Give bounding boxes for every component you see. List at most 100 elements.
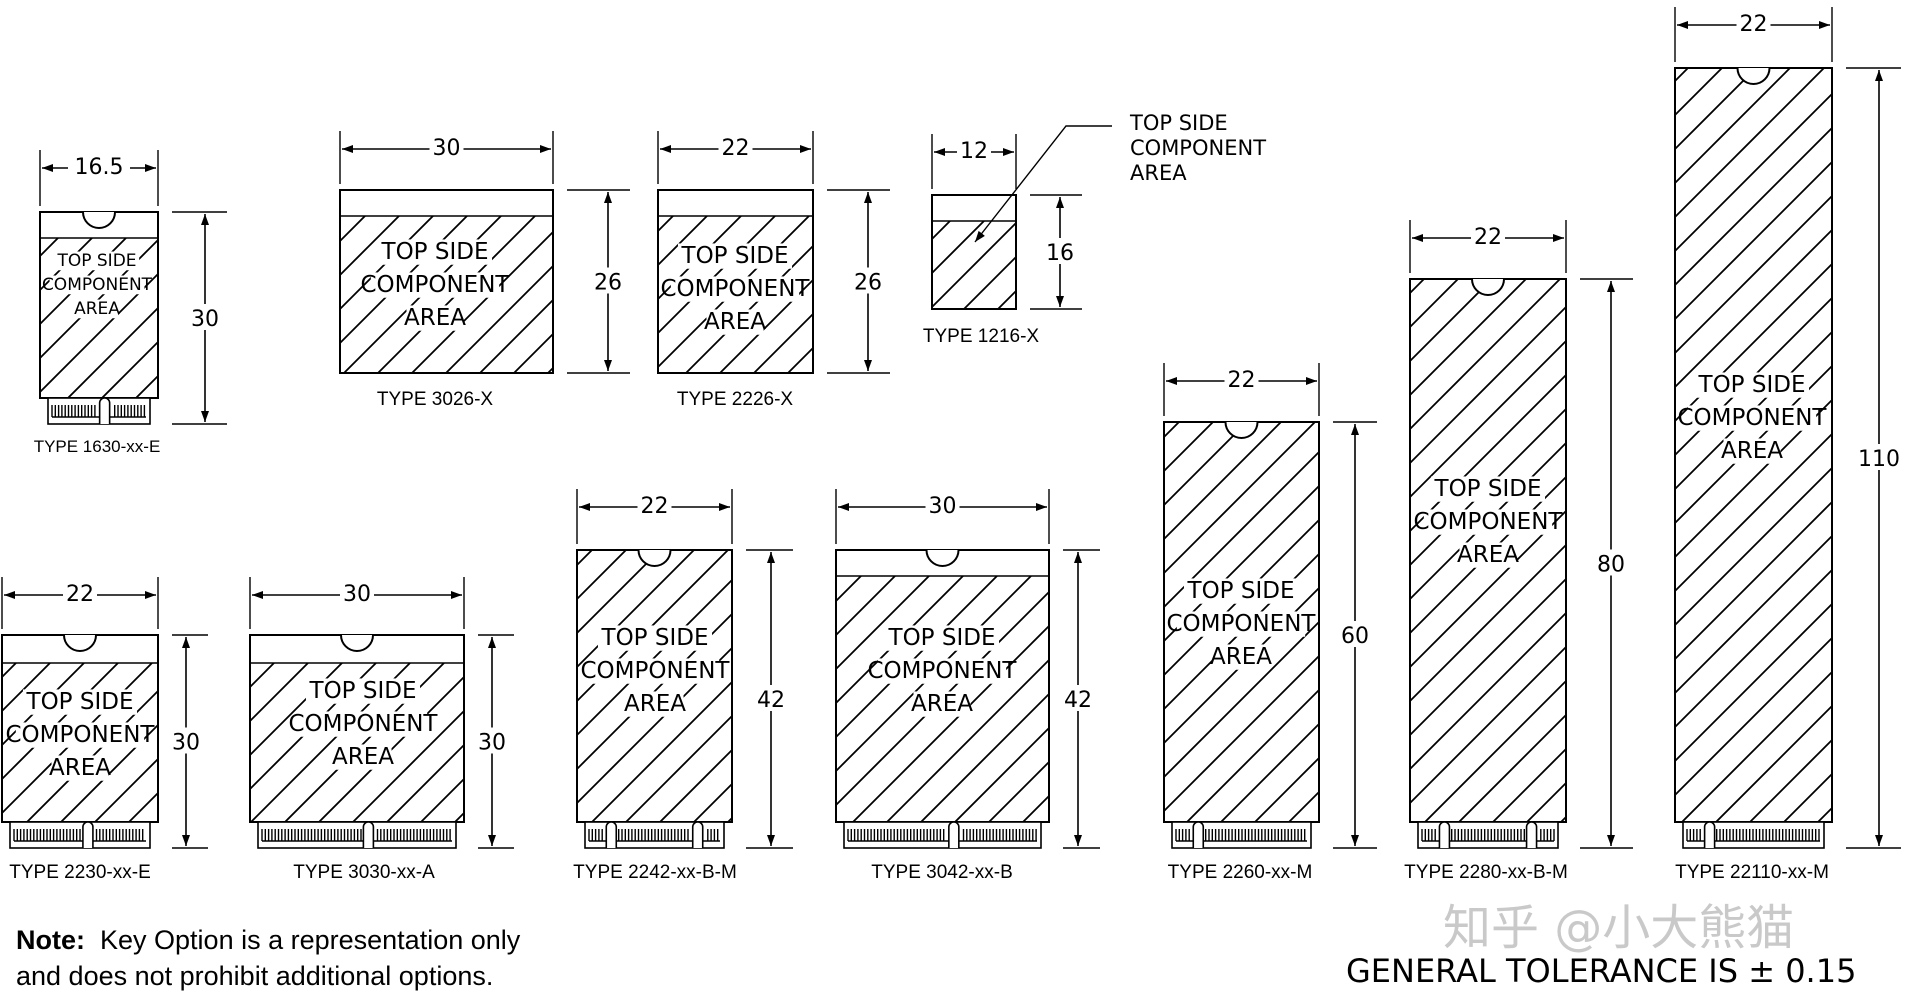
- area-label-line: AREA: [1721, 438, 1783, 464]
- mounting-notch: [925, 549, 960, 567]
- edge-connector: [1675, 821, 1832, 849]
- card-outline: [576, 549, 733, 823]
- top-side-component-area-label: TOP SIDE COMPONENT AREA: [289, 678, 439, 770]
- edge-connector: [2, 821, 158, 849]
- area-label-line: TOP SIDE: [601, 625, 709, 651]
- area-label-line: AREA: [1210, 644, 1272, 670]
- width-value: 30: [343, 582, 371, 607]
- area-label-line: TOP SIDE: [381, 239, 489, 265]
- width-value: 12: [960, 139, 988, 164]
- mounting-notch: [82, 211, 116, 229]
- area-label-line: COMPONENT: [868, 658, 1018, 684]
- key-slot: [1438, 821, 1451, 848]
- card-outline: [657, 189, 814, 374]
- area-label-line: COMPONENT: [581, 658, 731, 684]
- area-label-line: COMPONENT: [1414, 509, 1564, 535]
- area-label-line: AREA: [704, 309, 766, 335]
- type-label: TYPE 2230-xx-E: [9, 862, 151, 883]
- length-value: 30: [191, 307, 219, 332]
- edge-connector: [250, 821, 464, 849]
- length-dimension: 110: [1846, 67, 1903, 849]
- length-dimension: 30: [475, 634, 514, 849]
- width-dimension: 22: [657, 131, 814, 184]
- length-dimension: 42: [746, 549, 793, 849]
- key-slot: [98, 397, 111, 424]
- length-value: 60: [1341, 624, 1369, 649]
- edge-connector: [1164, 821, 1319, 849]
- area-label-line: TOP SIDE: [1434, 476, 1542, 502]
- type-label: TYPE 1216-X: [923, 326, 1039, 347]
- note-label: Note:: [16, 925, 85, 955]
- area-label-line: AREA: [332, 744, 394, 770]
- width-dimension: 30: [249, 577, 465, 629]
- top-side-component-area-label: TOP SIDE COMPONENT AREA: [868, 625, 1018, 717]
- key-slot: [1192, 821, 1205, 848]
- area-label-line: AREA: [404, 305, 466, 331]
- key-slot: [691, 821, 704, 848]
- width-dimension: 16.5: [39, 150, 159, 206]
- length-value: 26: [854, 271, 882, 296]
- area-label-line: COMPONENT: [1167, 611, 1317, 637]
- length-value: 42: [757, 688, 785, 713]
- length-dimension: 42: [1061, 549, 1100, 849]
- key-slot: [1525, 821, 1538, 848]
- type-label: TYPE 3030-xx-A: [293, 862, 435, 883]
- width-dimension: 30: [339, 131, 554, 184]
- area-label-line: COMPONENT: [289, 711, 439, 737]
- width-value: 30: [929, 494, 957, 519]
- area-label-line: TOP SIDE: [888, 625, 996, 651]
- length-value: 80: [1597, 553, 1625, 578]
- mounting-notch: [637, 549, 672, 567]
- length-dimension: 30: [169, 634, 208, 849]
- width-dimension: 22: [1674, 7, 1833, 62]
- note-line-2: and does not prohibit additional options…: [16, 961, 494, 991]
- type-label: TYPE 3042-xx-B: [871, 862, 1013, 883]
- area-label-line: TOP SIDE: [26, 689, 134, 715]
- card-outline: [931, 194, 1017, 310]
- area-label-line: COMPONENT: [661, 276, 811, 302]
- width-dimension: 30: [835, 489, 1050, 544]
- length-dimension: 26: [827, 189, 890, 374]
- mounting-notch: [340, 634, 374, 652]
- width-value: 22: [1474, 225, 1502, 250]
- length-dimension: 80: [1580, 278, 1633, 849]
- top-side-component-area-label: TOP SIDE COMPONENT AREA: [661, 243, 811, 335]
- width-dimension: 22: [1409, 220, 1567, 273]
- key-slot: [362, 821, 375, 848]
- edge-connector: [1410, 821, 1566, 849]
- length-dimension: 30: [172, 211, 227, 425]
- top-side-component-area-label: TOP SIDE COMPONENT AREA: [1414, 476, 1564, 568]
- area-label-line: TOP SIDE: [681, 243, 789, 269]
- type-label: TYPE 2242-xx-B-M: [573, 862, 737, 883]
- key-slot: [605, 821, 618, 848]
- watermark: 知乎 @小大熊猫: [1443, 900, 1795, 956]
- type-label: TYPE 2260-xx-M: [1168, 862, 1313, 883]
- area-label-line: TOP SIDE: [309, 678, 417, 704]
- width-dimension: 22: [1, 577, 159, 629]
- length-dimension: 60: [1333, 421, 1377, 849]
- area-label-line: COMPONENT: [6, 722, 156, 748]
- area-label-line: AREA: [911, 691, 973, 717]
- key-option-note: Note: Key Option is a representation onl…: [16, 922, 520, 994]
- key-slot: [82, 821, 94, 848]
- width-value: 16.5: [75, 155, 124, 180]
- length-value: 110: [1858, 447, 1900, 472]
- callout-line: AREA: [1130, 161, 1187, 185]
- area-label-line: AREA: [1457, 542, 1519, 568]
- area-label-line: TOP SIDE: [56, 251, 136, 271]
- width-dimension: 22: [576, 489, 733, 544]
- area-label-line: TOP SIDE: [1187, 578, 1295, 604]
- edge-connector: [577, 821, 732, 849]
- mounting-notch: [1736, 67, 1771, 85]
- type-label: TYPE 2226-X: [677, 389, 793, 410]
